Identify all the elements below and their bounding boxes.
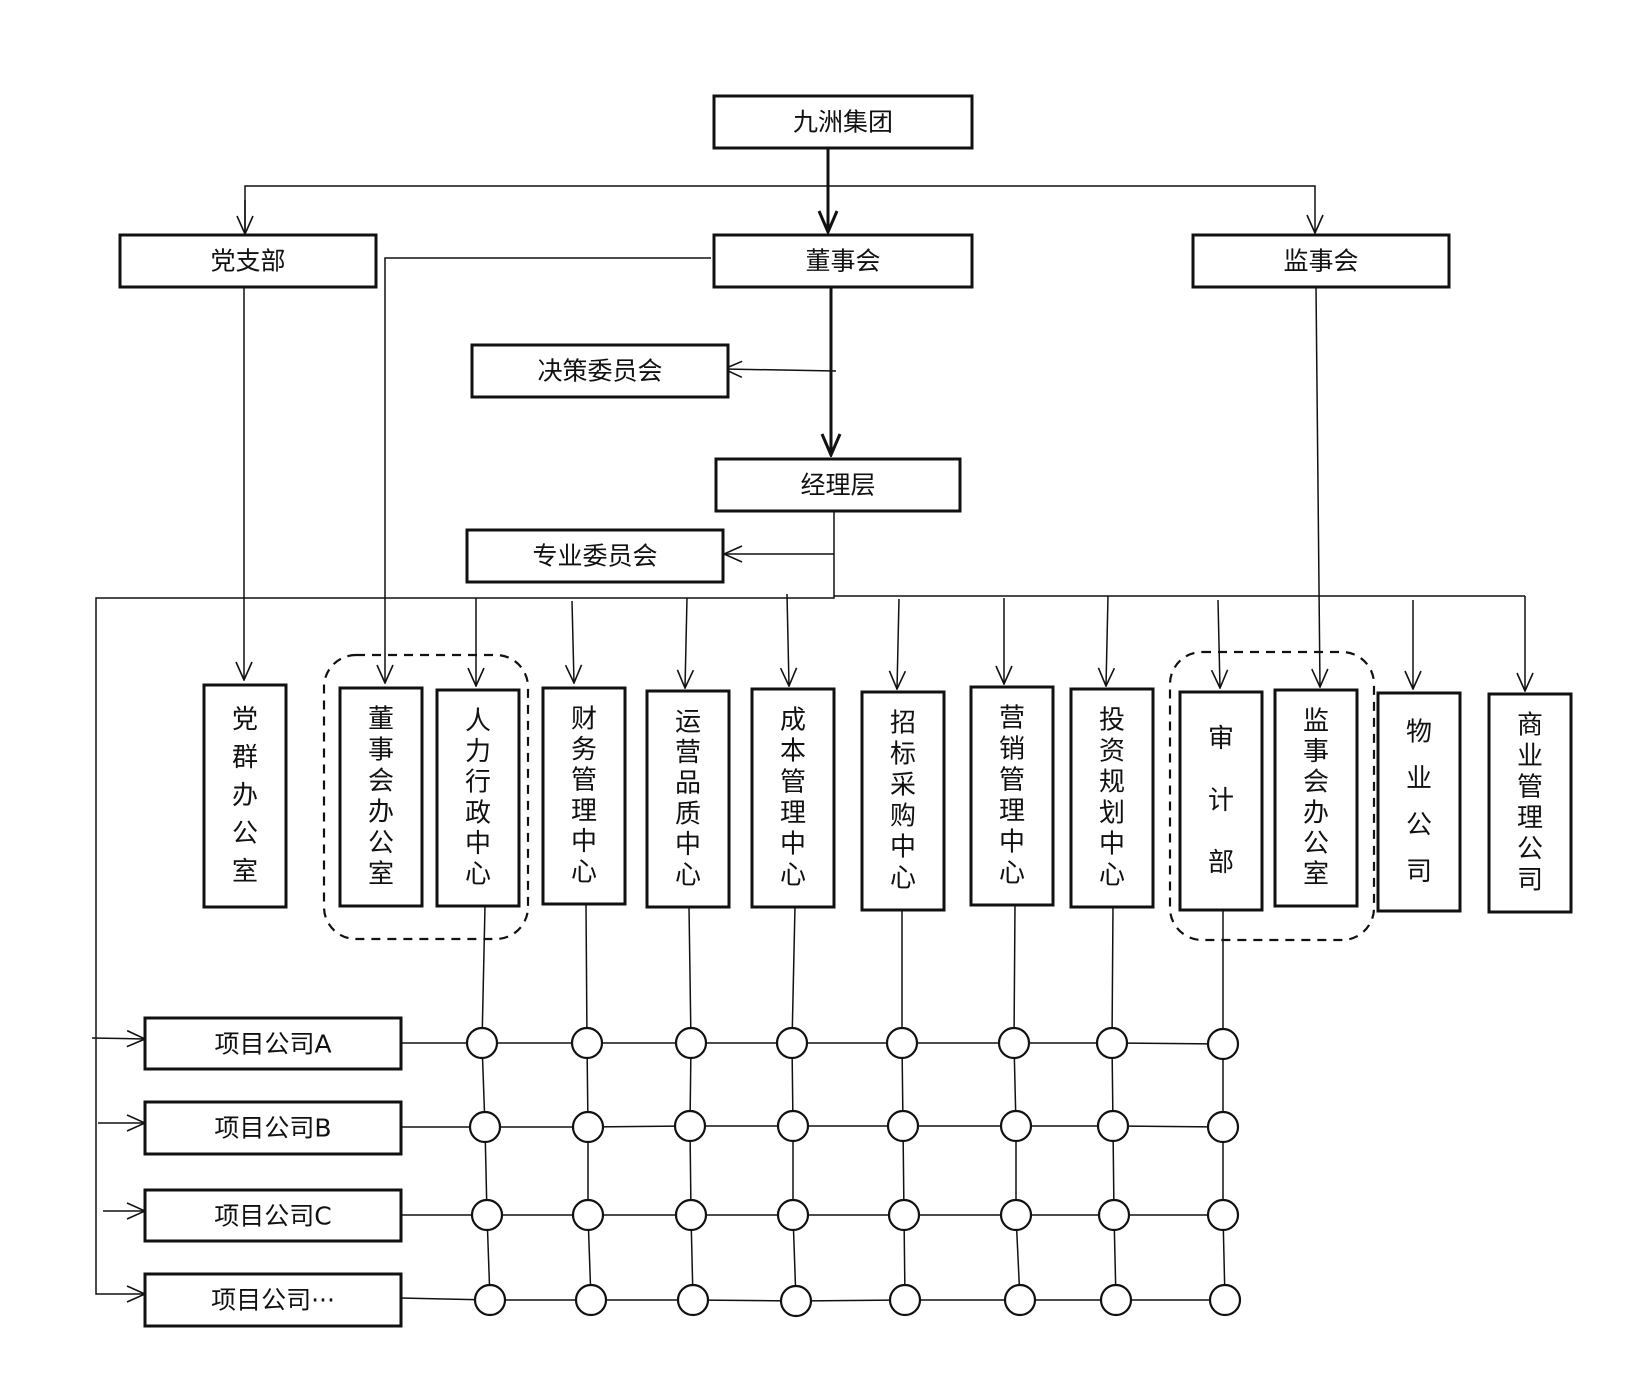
matrix-node xyxy=(999,1109,1033,1143)
matrix-node xyxy=(886,1109,920,1143)
dept-label: 审计部 xyxy=(1208,724,1234,878)
dept-property-company: 物业公司 xyxy=(1376,691,1462,913)
dept-label: 投资规划中心 xyxy=(1099,706,1125,891)
dept-operations-quality-center: 运营品质中心 xyxy=(645,689,731,909)
node-board-label: 董事会 xyxy=(805,247,880,276)
matrix-node xyxy=(674,1198,708,1232)
project-company-label: 项目公司C xyxy=(214,1202,331,1231)
node-supervisory-board: 监事会 xyxy=(1191,233,1451,289)
department-row: 党群办公室 董事会办公室 人力行政中心 财务管理中心 运营品质中心 成本管理中心 招标采购中… xyxy=(202,683,1573,914)
matrix-node xyxy=(1003,1283,1037,1317)
dept-party-office: 党群办公室 xyxy=(202,683,288,909)
project-company-label: 项目公司··· xyxy=(211,1286,335,1315)
node-group-label: 九洲集团 xyxy=(793,108,893,137)
node-project-company-b: 项目公司B xyxy=(143,1100,403,1156)
dept-label: 人力行政中心 xyxy=(465,706,491,889)
matrix-node xyxy=(887,1198,921,1232)
matrix-node xyxy=(1099,1283,1133,1317)
matrix-node xyxy=(999,1198,1033,1232)
node-party-branch-label: 党支部 xyxy=(210,247,285,276)
matrix-node xyxy=(1097,1198,1131,1232)
node-project-company-c: 项目公司C xyxy=(143,1188,403,1243)
matrix-node xyxy=(997,1026,1031,1060)
dept-label: 监事会办公室 xyxy=(1303,706,1329,889)
node-project-company-more: 项目公司··· xyxy=(143,1272,403,1328)
dept-audit-dept: 审计部 xyxy=(1178,690,1264,912)
connector-lines xyxy=(91,148,1525,1294)
dept-investment-center: 投资规划中心 xyxy=(1069,687,1155,909)
group-outline-board-office-hr xyxy=(322,653,530,941)
node-party-branch: 党支部 xyxy=(118,233,378,289)
dept-label: 营销管理中心 xyxy=(999,704,1025,889)
node-project-company-a: 项目公司A xyxy=(143,1016,403,1071)
dept-label: 成本管理中心 xyxy=(780,706,806,891)
matrix-node xyxy=(1206,1027,1240,1061)
node-group: 九洲集团 xyxy=(712,94,974,150)
project-company-label: 项目公司A xyxy=(214,1030,331,1059)
matrix-node xyxy=(779,1284,813,1318)
matrix-node xyxy=(473,1283,507,1317)
matrix-node xyxy=(776,1109,810,1143)
matrix-node xyxy=(470,1198,504,1232)
matrix-node xyxy=(888,1283,922,1317)
dept-cost-center: 成本管理中心 xyxy=(750,687,836,909)
matrix-node xyxy=(676,1283,710,1317)
dept-label: 商业管理公司 xyxy=(1517,711,1543,896)
dept-label: 物业公司 xyxy=(1406,717,1432,887)
node-board: 董事会 xyxy=(712,233,974,289)
matrix-node xyxy=(1096,1109,1130,1143)
node-professional-committee: 专业委员会 xyxy=(465,528,725,584)
dept-label: 党群办公室 xyxy=(232,705,258,887)
matrix-node xyxy=(468,1110,502,1144)
matrix-node xyxy=(1095,1026,1129,1060)
matrix-nodes xyxy=(465,1026,1242,1318)
matrix-node xyxy=(776,1198,810,1232)
matrix-node xyxy=(571,1110,605,1144)
matrix-node xyxy=(1206,1110,1240,1144)
node-professional-committee-label: 专业委员会 xyxy=(532,542,657,571)
matrix-node xyxy=(885,1026,919,1060)
matrix-node xyxy=(673,1109,707,1143)
node-decision-committee-label: 决策委员会 xyxy=(537,357,662,386)
matrix-node xyxy=(1206,1198,1240,1232)
matrix-node xyxy=(674,1026,708,1060)
dept-supervisory-office: 监事会办公室 xyxy=(1273,688,1359,908)
matrix-node xyxy=(570,1026,604,1060)
dept-procurement-center: 招标采购中心 xyxy=(860,690,946,912)
matrix-node xyxy=(1208,1283,1242,1317)
dept-label: 董事会办公室 xyxy=(368,705,394,890)
matrix-node xyxy=(775,1026,809,1060)
dept-label: 财务管理中心 xyxy=(571,704,597,887)
dept-marketing-center: 营销管理中心 xyxy=(969,685,1055,907)
dept-board-office: 董事会办公室 xyxy=(338,686,424,908)
dept-label: 运营品质中心 xyxy=(675,707,701,890)
matrix-node xyxy=(465,1026,499,1060)
dept-hr-admin-center: 人力行政中心 xyxy=(435,688,521,908)
group-outline-audit-supervisory xyxy=(1168,650,1376,942)
node-decision-committee: 决策委员会 xyxy=(470,343,730,399)
dept-commercial-mgmt-company: 商业管理公司 xyxy=(1487,692,1573,914)
node-management-label: 经理层 xyxy=(800,471,875,500)
matrix-node xyxy=(571,1198,605,1232)
matrix-node xyxy=(574,1283,608,1317)
node-management: 经理层 xyxy=(714,457,962,513)
node-supervisory-board-label: 监事会 xyxy=(1283,247,1358,276)
dept-finance-center: 财务管理中心 xyxy=(541,686,627,906)
dept-label: 招标采购中心 xyxy=(890,709,916,894)
matrix-grid-lines xyxy=(399,903,1226,1302)
project-company-label: 项目公司B xyxy=(214,1114,331,1143)
